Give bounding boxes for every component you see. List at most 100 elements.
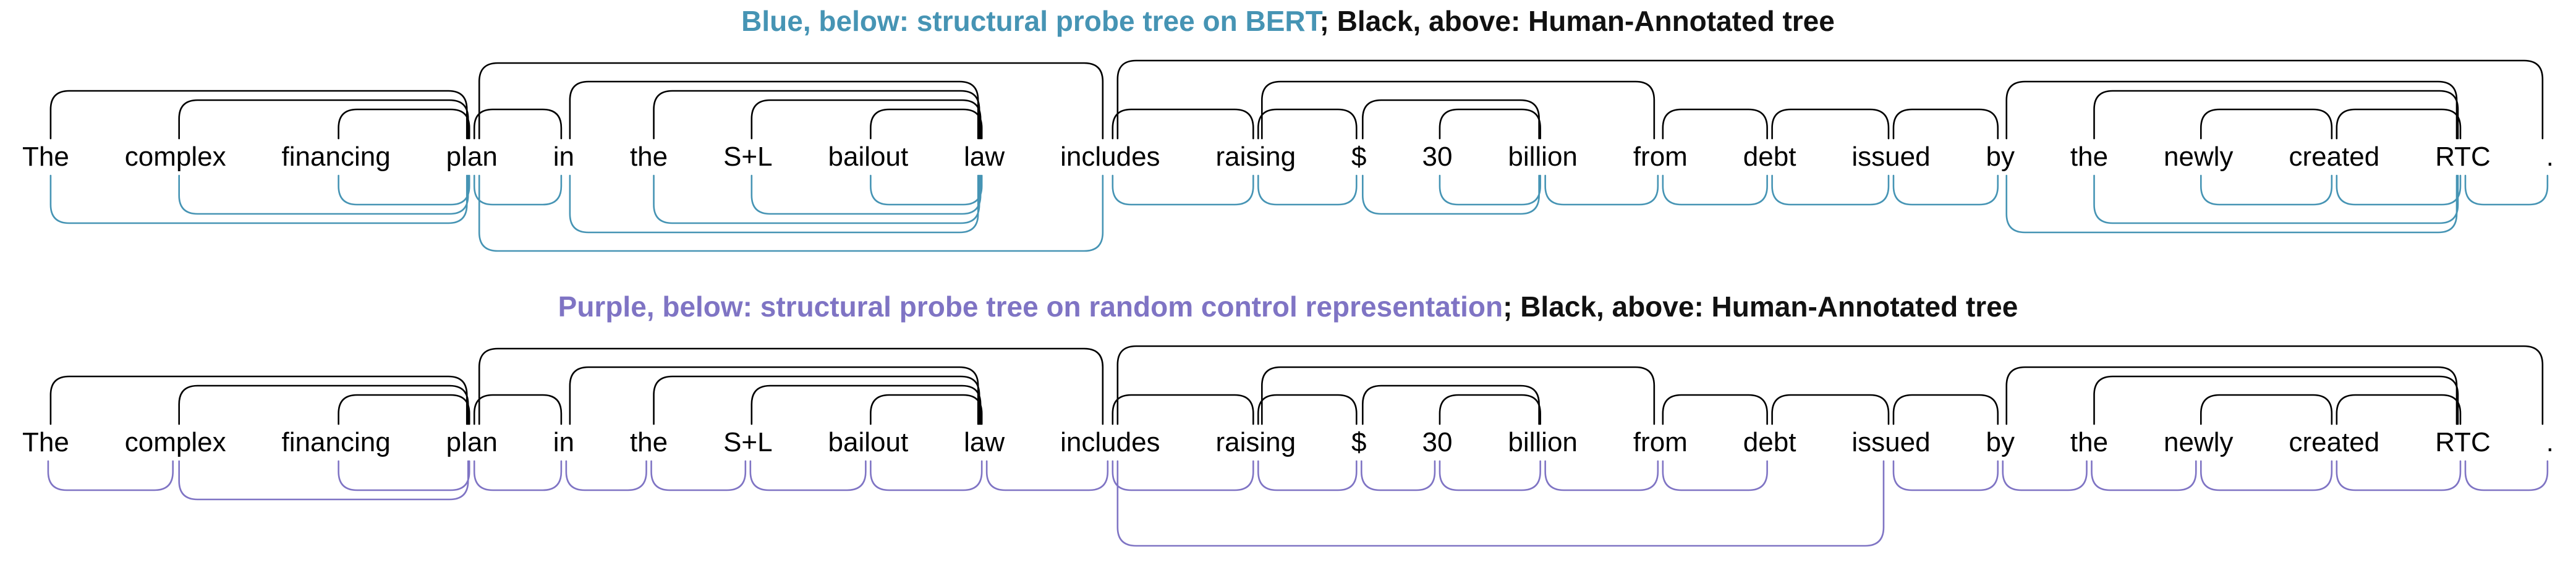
gold-arc [338, 108, 470, 140]
gold-arc [2200, 108, 2333, 140]
probe-arc [750, 174, 982, 215]
gold-arc [1771, 108, 1890, 140]
gold-arc [2005, 80, 2458, 140]
token: raising [1215, 427, 1296, 457]
gold-arc [2336, 394, 2462, 425]
panel-bert-title-colored: Blue, below: structural probe tree on BE… [741, 5, 1320, 37]
probe-arc [47, 460, 174, 491]
probe-arc [338, 460, 470, 491]
probe-arc [650, 460, 747, 491]
gold-arc [750, 99, 982, 140]
token: the [2070, 427, 2108, 457]
gold-arc [178, 99, 469, 140]
probe-arc [2336, 460, 2462, 491]
token: plan [446, 142, 498, 172]
probe-arc [1892, 174, 1999, 206]
gold-arc [473, 394, 563, 425]
gold-arc [2093, 90, 2459, 140]
gold-arc [1261, 366, 1656, 425]
gold-arc [1439, 394, 1541, 425]
probe-arc [2002, 460, 2088, 491]
gold-arc [750, 384, 982, 425]
gold-arc [1116, 59, 2544, 140]
probe-arc [473, 460, 563, 491]
panel-bert: Blue, below: structural probe tree on BE… [0, 0, 2576, 286]
token: issued [1851, 427, 1930, 457]
probe-arc [569, 174, 979, 234]
probe-arc [1771, 174, 1890, 206]
probe-arc [653, 174, 980, 224]
gold-arc [49, 90, 468, 140]
gold-arc [1257, 108, 1358, 140]
token: from [1633, 142, 1688, 172]
gold-arc [870, 108, 983, 140]
panel-random: Purple, below: structural probe tree on … [0, 286, 2576, 571]
probe-arc [985, 460, 1109, 491]
gold-arc [338, 394, 470, 425]
gold-arc [178, 384, 469, 425]
token: from [1633, 427, 1688, 457]
token: created [2289, 427, 2379, 457]
gold-arc [2093, 375, 2459, 425]
token: billion [1508, 427, 1578, 457]
probe-arc [1662, 174, 1768, 206]
token: in [553, 427, 574, 457]
gold-arc [1892, 108, 1999, 140]
token: the [630, 142, 668, 172]
gold-arc [1116, 345, 2544, 425]
probe-arc [1439, 460, 1541, 491]
gold-arc [478, 347, 1104, 425]
probe-arc [2200, 460, 2333, 491]
probe-arc [1112, 460, 1254, 491]
token: created [2289, 142, 2379, 172]
token: debt [1743, 142, 1796, 172]
gold-arc [2336, 108, 2462, 140]
token: law [964, 427, 1005, 457]
panel-random-title-black: ; Black, above: Human-Annotated tree [1503, 291, 2018, 323]
gold-arc [1261, 80, 1656, 140]
probe-arc [1662, 460, 1768, 491]
probe-arc [178, 460, 469, 501]
gold-arc [1112, 394, 1254, 425]
token: in [553, 142, 574, 172]
probe-arc [870, 174, 983, 206]
probe-arc [1439, 174, 1541, 206]
probe-arc [473, 174, 563, 206]
token: . [2546, 142, 2554, 172]
gold-arc [1771, 394, 1890, 425]
token: The [22, 142, 69, 172]
gold-arc [1892, 394, 1999, 425]
probe-arc [49, 174, 468, 224]
gold-arc [1662, 108, 1768, 140]
gold-arc [653, 90, 980, 140]
token: RTC [2435, 427, 2491, 457]
token: $ [1351, 427, 1366, 457]
probe-arc [178, 174, 469, 215]
probe-arc [565, 460, 647, 491]
token: 30 [1422, 427, 1452, 457]
token: bailout [828, 427, 909, 457]
token: includes [1060, 142, 1160, 172]
token: S+L [723, 427, 773, 457]
token: The [22, 427, 69, 457]
token: billion [1508, 142, 1578, 172]
token: includes [1060, 427, 1160, 457]
probe-arc [1544, 174, 1659, 206]
gold-arc [1257, 394, 1358, 425]
token: complex [125, 427, 226, 457]
panel-random-title-colored: Purple, below: structural probe tree on … [558, 291, 1503, 323]
probe-arc [1544, 460, 1659, 491]
token: debt [1743, 427, 1796, 457]
gold-arc [1112, 108, 1254, 140]
probe-arc [1362, 174, 1540, 215]
gold-arc [1662, 394, 1768, 425]
probe-arc [1257, 460, 1358, 491]
probe-arc [1116, 460, 1885, 547]
gold-arc [569, 80, 979, 140]
panel-bert-title-black: ; Black, above: Human-Annotated tree [1319, 5, 1835, 37]
gold-arc [870, 394, 983, 425]
probe-arc [2005, 174, 2458, 234]
probe-arc [1892, 460, 1999, 491]
